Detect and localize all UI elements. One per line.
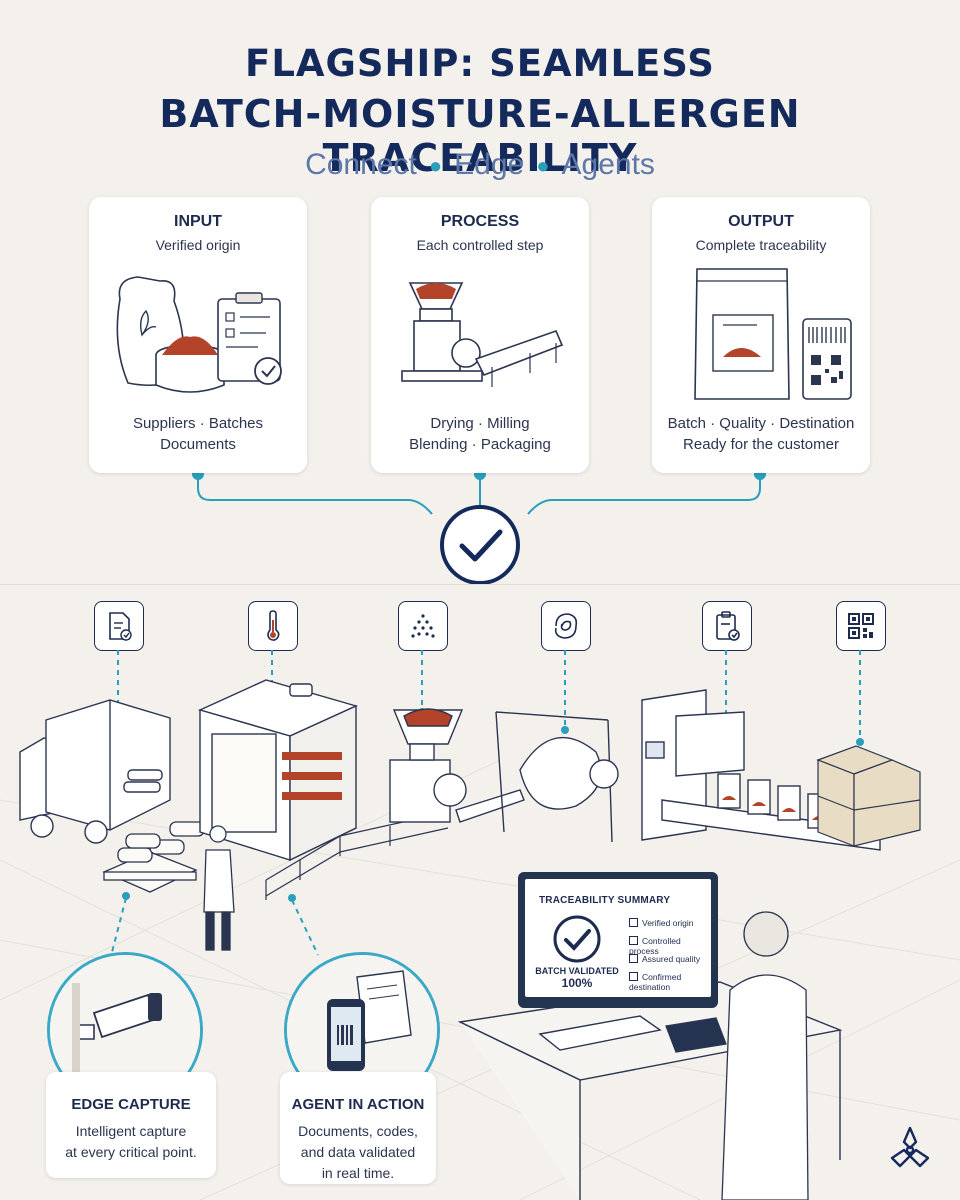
agent-action-line-3: in real time. xyxy=(321,1165,395,1181)
agent-action-text: Documents, codes, and data validated in … xyxy=(280,1121,436,1184)
document-check-icon xyxy=(94,601,144,651)
traceability-monitor: TRACEABILITY SUMMARY BATCH VALIDATED 100… xyxy=(518,872,718,1008)
batch-check-icon xyxy=(553,915,601,963)
page-title-line-1: FLAGSHIP: SEAMLESS xyxy=(245,42,715,85)
monitor-screen: TRACEABILITY SUMMARY BATCH VALIDATED 100… xyxy=(525,879,711,997)
summary-item: Assured quality xyxy=(629,953,700,964)
agent-action-line-1: Documents, codes, xyxy=(298,1123,418,1139)
agent-action-line-2: and data validated xyxy=(300,1144,416,1160)
particles-icon xyxy=(398,601,448,651)
summary-item: Confirmed destination xyxy=(629,972,682,992)
subtitle-edge: Edge xyxy=(454,148,525,181)
card-heading: PROCESS xyxy=(440,213,520,230)
edge-capture-line-2: at every critical point. xyxy=(65,1144,197,1160)
card-footer-line-2: Documents xyxy=(160,436,236,453)
card-footer-line-1: Suppliers · Batches xyxy=(132,415,264,432)
card-heading: OUTPUT xyxy=(728,213,794,230)
card-subheading: Complete traceability xyxy=(695,237,827,253)
card-footer-line-1: Batch · Quality · Destination xyxy=(667,415,855,432)
edge-capture-label: EDGE CAPTURE Intelligent capture at ever… xyxy=(46,1072,216,1178)
section-divider xyxy=(0,584,960,585)
card-footer: Batch · Quality · Destination Ready for … xyxy=(652,413,870,455)
subtitle: Connect ● Edge ● Agents xyxy=(0,148,960,182)
subtitle-separator: ● xyxy=(428,153,443,179)
subtitle-agents: Agents xyxy=(561,148,655,181)
batch-validated-label: BATCH VALIDATED xyxy=(535,966,619,976)
subtitle-separator: ● xyxy=(536,153,550,179)
batch-validated-status: BATCH VALIDATED 100% xyxy=(529,965,625,989)
edge-capture-heading: EDGE CAPTURE xyxy=(71,1096,191,1113)
brand-logo-icon xyxy=(890,1126,930,1168)
card-footer-line-1: Drying · Milling xyxy=(430,415,530,432)
clipboard-check-icon xyxy=(702,601,752,651)
summary-heading: TRACEABILITY SUMMARY xyxy=(539,895,671,906)
thermometer-icon xyxy=(248,601,298,651)
page-title-line-2: BATCH-MOISTURE-ALLERGEN TRACEABILITY xyxy=(159,92,801,180)
input-card: INPUT Verified origin Suppliers · Batche… xyxy=(89,197,307,473)
card-subheading: Each controlled step xyxy=(416,237,544,253)
card-footer-line-2: Ready for the customer xyxy=(683,436,839,453)
output-card: OUTPUT Complete traceability Batch · Qua… xyxy=(652,197,870,473)
mill-machine-icon xyxy=(401,282,564,387)
product-bag-qr-icon xyxy=(694,268,852,400)
card-heading: INPUT xyxy=(174,213,222,230)
edge-capture-text: Intelligent capture at every critical po… xyxy=(46,1121,216,1163)
summary-item: Controlled process xyxy=(629,936,681,956)
edge-capture-line-1: Intelligent capture xyxy=(75,1123,187,1139)
qr-code-icon xyxy=(836,601,886,651)
agent-action-heading: AGENT IN ACTION xyxy=(291,1096,425,1113)
card-footer: Suppliers · Batches Documents xyxy=(89,413,307,455)
batch-validated-percent: 100% xyxy=(561,976,593,990)
process-card: PROCESS Each controlled step Drying · Mi… xyxy=(371,197,589,473)
card-footer-line-2: Blending · Packaging xyxy=(409,436,551,453)
card-subheading: Verified origin xyxy=(155,237,241,253)
mixer-icon xyxy=(541,601,591,651)
agent-action-label: AGENT IN ACTION Documents, codes, and da… xyxy=(280,1072,436,1184)
validation-check-icon xyxy=(440,505,520,585)
summary-item: Verified origin xyxy=(629,917,694,928)
connector-lines xyxy=(192,468,766,585)
raw-material-sack-icon xyxy=(116,276,282,393)
card-footer: Drying · Milling Blending · Packaging xyxy=(371,413,589,455)
subtitle-connect: Connect xyxy=(305,148,417,181)
